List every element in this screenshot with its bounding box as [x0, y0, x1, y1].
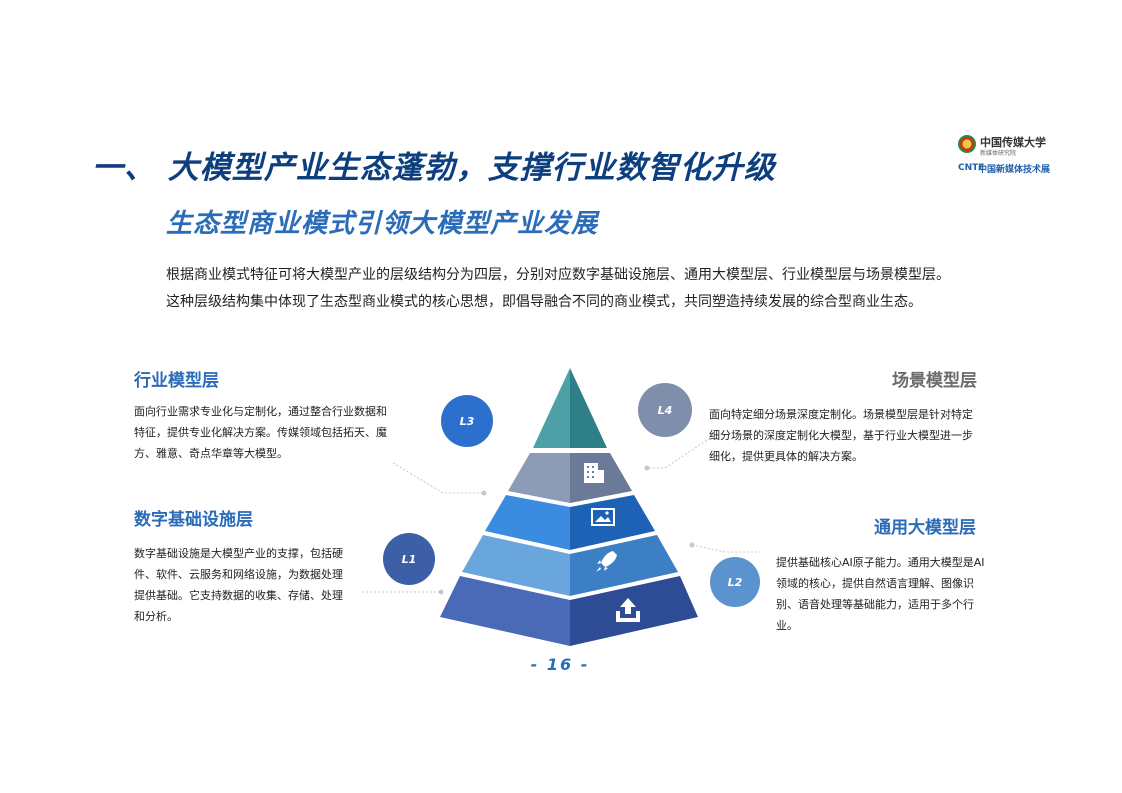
- l4-badge: L4: [638, 383, 692, 437]
- university-emblem-icon: [958, 135, 976, 153]
- l4-title: 场景模型层: [892, 371, 977, 391]
- expo-name: 中国新媒体技术展: [978, 164, 1051, 175]
- l1-body: 数字基础设施是大模型产业的支撑，包括硬件、软件、云服务和网络设施，为数据处理提供…: [134, 547, 343, 623]
- l2-body: 提供基础核心AI原子能力。通用大模型是AI领域的核心，提供自然语言理解、图像识别…: [776, 556, 985, 632]
- l2-badge: L2: [710, 557, 760, 607]
- cuc-sub: 新媒体研究院: [980, 150, 1017, 157]
- rocket-icon: [596, 551, 617, 572]
- pyramid-base-tier: [440, 576, 698, 646]
- l1-badge: L1: [383, 533, 435, 585]
- cuc-name: 中国传媒大学: [980, 136, 1046, 149]
- pyramid-tier-4: [462, 535, 678, 596]
- expo-mark: CNTE: [958, 163, 985, 173]
- cuc-logo-text: 中国传媒大学 新媒体研究院: [980, 131, 1046, 157]
- pyramid-top-tier: [533, 368, 607, 448]
- l3-title: 行业模型层: [134, 371, 219, 391]
- l1-title: 数字基础设施层: [134, 510, 253, 530]
- expo-logo: CNTE 中国新媒体技术展: [958, 156, 1051, 180]
- layer-pyramid: [440, 368, 698, 646]
- building-icon: [584, 463, 604, 483]
- intro-line-2: 这种层级结构集中体现了生态型商业模式的核心思想，即倡导融合不同的商业模式，共同塑…: [166, 294, 922, 310]
- l3-body: 面向行业需求专业化与定制化，通过整合行业数据和特征，提供专业化解决方案。传媒领域…: [134, 405, 387, 460]
- page-number: - 16 -: [530, 655, 590, 674]
- upload-icon: [616, 598, 640, 622]
- image-icon: [591, 508, 615, 526]
- l3-badge: L3: [441, 395, 493, 447]
- intro-line-1: 根据商业模式特征可将大模型产业的层级结构分为四层，分别对应数字基础设施层、通用大…: [166, 267, 950, 283]
- cuc-logo: 中国传媒大学 新媒体研究院: [958, 131, 1048, 157]
- page-subtitle: 生态型商业模式引领大模型产业发展: [166, 209, 599, 239]
- l4-body: 面向特定细分场景深度定制化。场景模型层是针对特定细分场景的深度定制化大模型，基于…: [709, 408, 973, 463]
- logos: 中国传媒大学 新媒体研究院 CNTE 中国新媒体技术展: [958, 131, 1051, 182]
- l2-title: 通用大模型层: [874, 518, 976, 538]
- pyramid-tier-2: [508, 453, 632, 503]
- page-title: 一、 大模型产业生态蓬勃，支撑行业数智化升级: [92, 150, 776, 186]
